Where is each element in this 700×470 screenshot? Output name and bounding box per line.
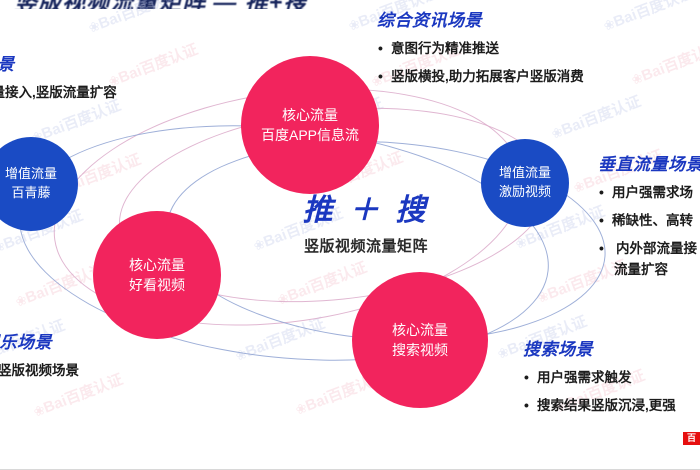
scene-title: 娱乐场景 [0,333,52,352]
center-label: 推 ＋ 搜 竖版视频流量矩阵 [246,196,486,256]
bubble-line1: 核心流量 [129,256,185,273]
bubble-line2: 好看视频 [129,277,185,293]
bubble-haokan-video[interactable]: 核心流量 好看视频 [93,211,221,339]
watermark: ❀Bai百度认证 [549,93,644,142]
list-item: 竖版视频场景 [0,363,79,378]
list-item: 搜索结果竖版沉浸,更强 [523,396,676,415]
bubble-incentive-video[interactable]: 增值流量 激励视频 [481,139,569,227]
bubble-baiqingteng[interactable]: 增值流量 百青藤 [0,137,78,231]
bubble-line2: 百度APP信息流 [260,127,359,143]
scene-traffic: 量场景 流量接入,竖版流量扩容 [0,50,117,112]
center-main-text: 推 ＋ 搜 [302,194,430,227]
scene-comprehensive-news: 综合资讯场景 意图行为精准推送 竖版横投,助力拓展客户竖版消费 [377,6,584,96]
bubble-line2: 激励视频 [498,184,551,199]
bubble-baidu-app-feed[interactable]: 核心流量 百度APP信息流 [241,56,379,194]
list-item: 用户强需求场 [598,183,700,202]
scene-list: 意图行为精准推送 竖版横投,助力拓展客户竖版消费 [377,39,584,86]
list-item: 流量扩容 [614,261,668,277]
list-item: 稀缺性、高转 [598,211,700,230]
bubble-line1: 增值流量 [4,166,57,182]
bubble-line1: 核心流量 [282,106,338,123]
cropped-top-heading: 竖版视频流量矩阵 — 推+搜 [0,0,700,9]
bubble-line2: 搜索视频 [392,342,448,358]
cropped-top-heading-text: 竖版视频流量矩阵 — 推+搜 [14,0,307,9]
scene-vertical-traffic: 垂直流量场景 用户强需求场 稀缺性、高转 内外部流量接 流量扩容 [598,150,700,289]
scene-title: 量场景 [0,50,117,75]
scene-list: 用户强需求触发 搜索结果竖版沉浸,更强 [523,368,676,415]
scene-title: 综合资讯场景 [377,11,482,30]
scene-title: 垂直流量场景 [598,155,700,174]
list-item: 竖版横投,助力拓展客户竖版消费 [377,67,584,86]
logo-mark: 百 [683,432,700,445]
bubble-line1: 核心流量 [392,321,448,338]
scene-entertainment: 娱乐场景 竖版视频场景 [0,328,79,390]
scene-list: 用户强需求场 稀缺性、高转 内外部流量接 流量扩容 [598,183,700,279]
list-item: 流量接入,竖版流量扩容 [0,85,117,100]
scene-list: 流量接入,竖版流量扩容 [0,84,117,102]
watermark: ❀Bai百度认证 [629,39,700,88]
center-sub-text: 竖版视频流量矩阵 [303,238,428,255]
bubble-line1: 增值流量 [498,165,551,181]
list-item: 用户强需求触发 [523,368,676,387]
list-item: 内外部流量接 [598,239,700,258]
bubble-line2: 百青藤 [11,185,51,200]
scene-list: 竖版视频场景 [0,362,79,380]
bubble-search-video[interactable]: 核心流量 搜索视频 [352,272,488,408]
list-item: 意图行为精准推送 [377,39,584,58]
scene-search: 搜索场景 用户强需求触发 搜索结果竖版沉浸,更强 [523,335,676,425]
logo-mark-label: 百 [686,433,696,443]
scene-title: 搜索场景 [523,340,593,359]
watermark: ❀Bai百度认证 [106,41,201,90]
